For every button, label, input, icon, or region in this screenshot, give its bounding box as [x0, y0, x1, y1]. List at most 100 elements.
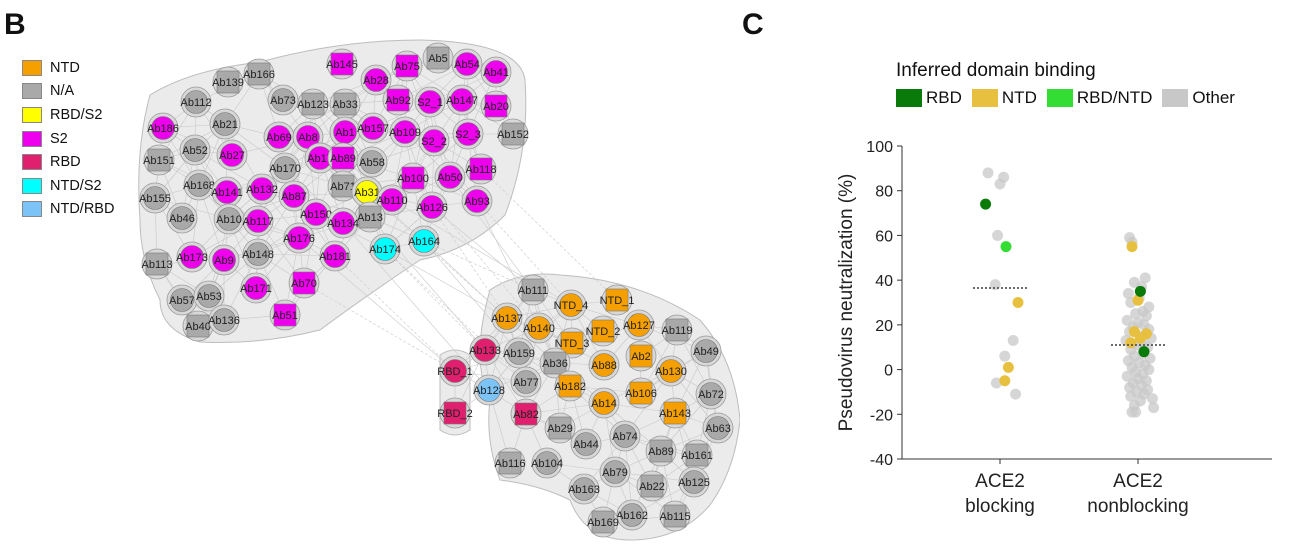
network-node: Ab141 [211, 176, 243, 208]
node-square [443, 401, 467, 425]
node-label: Ab36 [542, 358, 568, 370]
panel-letter-c: C [742, 8, 764, 41]
node-label: Ab21 [212, 119, 238, 131]
node-circle [627, 313, 651, 337]
network-node: Ab115 [660, 500, 691, 532]
node-square [543, 351, 567, 375]
node-circle [250, 177, 274, 201]
data-point [1130, 406, 1142, 418]
network-node: Ab69 [263, 121, 295, 153]
node-square [330, 52, 354, 76]
node-square [401, 166, 425, 190]
network-node: Ab40 [182, 310, 214, 342]
network-node: Ab161 [681, 439, 713, 471]
network-node: Ab119 [662, 314, 693, 346]
network-node: Ab117 [243, 205, 274, 237]
legend-label: NTD [1001, 88, 1037, 107]
network-node: Ab127 [623, 309, 655, 341]
node-square [469, 157, 493, 181]
network-node: Ab71 [327, 170, 359, 202]
node-label: Ab52 [182, 145, 208, 157]
network-node: Ab140 [523, 312, 555, 344]
legend-swatch [22, 130, 42, 147]
network-node: Ab44 [570, 428, 602, 460]
y-tick-label: 40 [875, 273, 893, 290]
network-node: Ab51 [269, 299, 301, 331]
node-label: Ab130 [655, 366, 687, 378]
network-edge [476, 200, 572, 306]
network-edge [384, 248, 527, 383]
node-circle [187, 173, 211, 197]
data-point [999, 350, 1011, 362]
node-label: Ab8 [298, 132, 318, 144]
network-edge [423, 240, 520, 354]
node-label: NTD_1 [600, 295, 635, 307]
network-node: Ab130 [655, 355, 687, 387]
legend-swatch [22, 177, 42, 194]
node-label: Ab137 [491, 313, 523, 325]
node-square [273, 303, 297, 327]
node-circle [215, 180, 239, 204]
node-label: Ab113 [142, 259, 173, 271]
node-circle [527, 316, 551, 340]
network-node: Ab136 [208, 304, 240, 336]
data-point [994, 178, 1006, 190]
node-label: Ab173 [176, 252, 208, 264]
node-circle [304, 202, 328, 226]
network-node: Ab132 [246, 173, 278, 205]
network-node: Ab173 [176, 241, 208, 273]
network-node: Ab50 [434, 161, 466, 193]
network-node: Ab5 [422, 42, 454, 74]
network-edge [303, 282, 456, 372]
data-point [1000, 241, 1012, 253]
node-label: S2_2 [421, 136, 447, 148]
legend-label: NTD/RBD [50, 201, 115, 218]
node-label: Ab128 [473, 385, 505, 397]
node-circle [443, 359, 467, 383]
node-label: Ab119 [662, 325, 693, 337]
node-label: Ab89 [330, 153, 356, 165]
node-label: Ab186 [147, 123, 179, 135]
node-square [333, 92, 357, 116]
node-label: NTD_2 [586, 326, 621, 338]
legend-label: RBD [926, 88, 962, 107]
node-square [605, 288, 629, 312]
node-square [501, 122, 525, 146]
x-tick-label: ACE2 [975, 471, 1025, 492]
network-node: Ab113 [142, 248, 173, 280]
node-label: Ab77 [513, 377, 539, 389]
node-label: Ab170 [269, 163, 301, 175]
node-circle [364, 68, 388, 92]
node-label: Ab117 [243, 216, 274, 228]
node-circle [143, 186, 167, 210]
y-tick-label: 20 [875, 318, 893, 335]
network-node: Ab93 [461, 185, 493, 217]
node-circle [246, 242, 270, 266]
node-label: Ab70 [291, 278, 317, 290]
node-label: Ab10 [216, 214, 242, 226]
network-node: Ab10 [213, 203, 245, 235]
node-circle [477, 378, 501, 402]
data-point [1010, 388, 1022, 400]
network-node: Ab155 [139, 182, 171, 214]
network-node: Ab163 [568, 473, 600, 505]
node-label: Ab152 [497, 129, 529, 141]
node-circle [180, 245, 204, 269]
network-node: Ab116 [495, 447, 526, 479]
node-label: Ab134 [327, 218, 359, 230]
node-label: Ab33 [332, 99, 358, 111]
data-point [1134, 332, 1146, 344]
node-label: Ab159 [503, 348, 535, 360]
node-circle [267, 125, 291, 149]
node-label: Ab155 [139, 193, 171, 205]
node-circle [484, 60, 508, 84]
node-circle [331, 211, 355, 235]
network-node: Ab110 [377, 184, 408, 216]
network-node: Ab143 [659, 397, 691, 429]
node-label: Ab14 [591, 398, 617, 410]
node-label: Ab181 [319, 251, 351, 263]
network-node: Ab118 [466, 153, 497, 185]
network-node: Ab14 [588, 387, 620, 419]
network-node: Ab186 [147, 112, 179, 144]
